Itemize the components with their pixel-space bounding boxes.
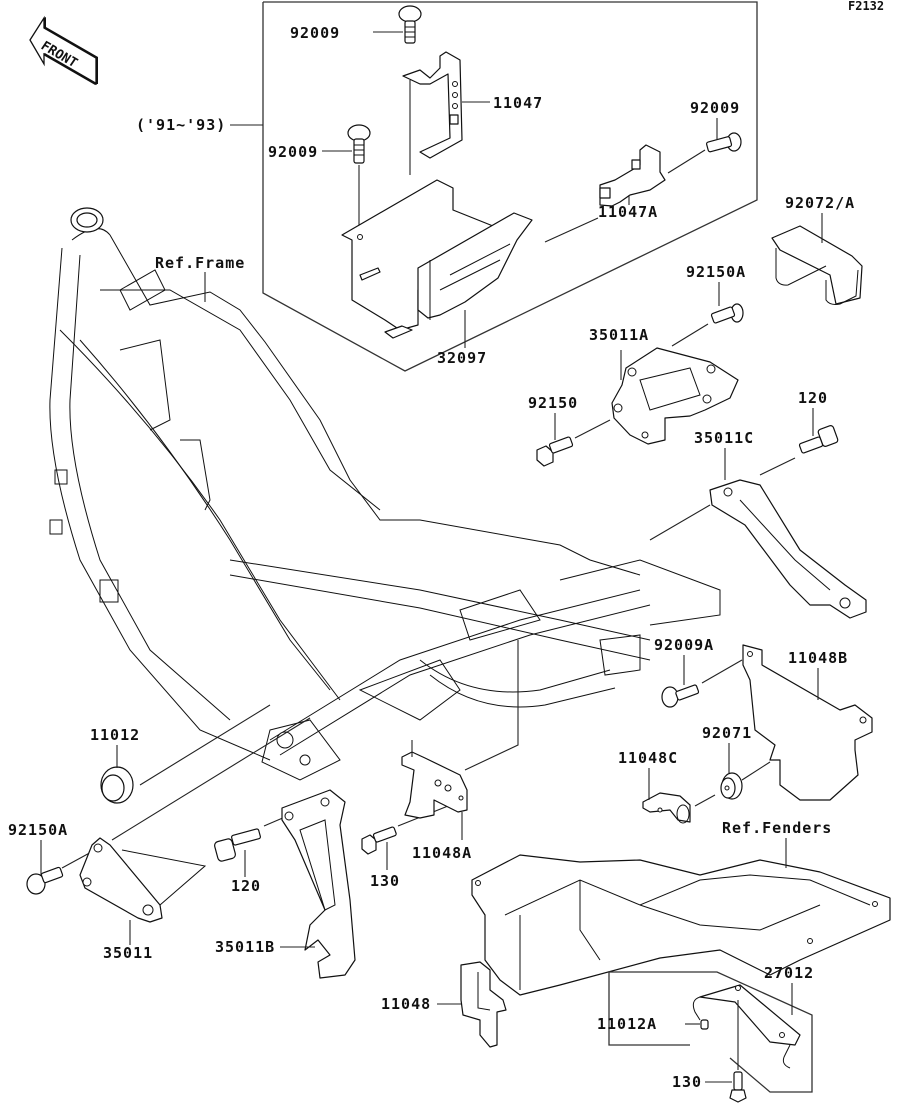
bracket-35011C: [709, 479, 867, 619]
step-bracket-35011B: [281, 789, 356, 979]
ref-fenders-label: Ref.Fenders: [722, 819, 832, 837]
bolt-120-top: [798, 425, 839, 454]
hook-27012: [692, 984, 801, 1069]
ref-frame-label: Ref.Frame: [155, 254, 245, 272]
frame: [49, 207, 721, 781]
part-label-92072A: 92072/A: [785, 194, 855, 212]
bolt-92150A-top: [710, 303, 744, 324]
cap-11012A: [700, 1019, 709, 1030]
part-label-35011A: 35011A: [589, 326, 649, 344]
bolt-92150: [536, 436, 574, 467]
part-label-130-bottom: 130: [672, 1073, 702, 1091]
part-label-35011C: 35011C: [694, 429, 754, 447]
band-92072A: [771, 225, 863, 305]
part-label-35011: 35011: [103, 944, 153, 962]
bolt-130-top: [361, 826, 397, 855]
part-label-11048C: 11048C: [618, 749, 678, 767]
part-label-92150A-top: 92150A: [686, 263, 746, 281]
bracket-11048C: [642, 792, 691, 824]
part-label-11048: 11048: [381, 995, 431, 1013]
part-label-11012: 11012: [90, 726, 140, 744]
diagram-code: F2132: [848, 0, 884, 13]
part-label-35011B: 35011B: [215, 938, 275, 956]
part-label-92150A-bottom: 92150A: [8, 821, 68, 839]
part-label-27012: 27012: [764, 964, 814, 982]
part-label-11012A: 11012A: [597, 1015, 657, 1033]
bolt-130-bottom: [729, 1071, 747, 1103]
screw-92009-left: [347, 124, 371, 164]
part-label-120-top: 120: [798, 389, 828, 407]
battery-case-32097: [341, 179, 533, 339]
part-label-92009A: 92009A: [654, 636, 714, 654]
screw-92009A: [661, 684, 700, 708]
group-note-label: ('91~'93): [136, 116, 226, 134]
part-label-11048A: 11048A: [412, 844, 472, 862]
part-label-92009-right: 92009: [690, 99, 740, 117]
group-box-27012: [609, 971, 813, 1093]
screw-92009-top: [398, 5, 422, 44]
part-label-92150: 92150: [528, 394, 578, 412]
step-bracket-35011: [79, 837, 207, 923]
bracket-11047A: [599, 144, 666, 207]
bolt-92150A-bottom: [26, 866, 64, 895]
part-label-92071: 92071: [702, 724, 752, 742]
part-label-130-top: 130: [370, 872, 400, 890]
part-label-92009-left: 92009: [268, 143, 318, 161]
part-label-92009: 92009: [290, 24, 340, 42]
part-label-120-bottom: 120: [231, 877, 261, 895]
bracket-11048: [460, 961, 507, 1048]
bracket-11047: [402, 51, 463, 159]
group-box-91-93: [262, 1, 758, 372]
screw-92009-right: [705, 132, 742, 153]
front-arrow-icon: FRONT: [29, 15, 98, 86]
bracket-11048B: [742, 644, 873, 801]
cap-11012: [100, 766, 134, 804]
part-label-11047A: 11047A: [598, 203, 658, 221]
bracket-11048A: [401, 751, 468, 819]
part-label-11048B: 11048B: [788, 649, 848, 667]
part-label-32097: 32097: [437, 349, 487, 367]
part-label-11047: 11047: [493, 94, 543, 112]
grommet-92071: [720, 772, 743, 800]
bolt-120-bottom: [214, 828, 261, 862]
rear-fender: [471, 854, 891, 996]
step-bracket-35011A: [611, 347, 739, 445]
